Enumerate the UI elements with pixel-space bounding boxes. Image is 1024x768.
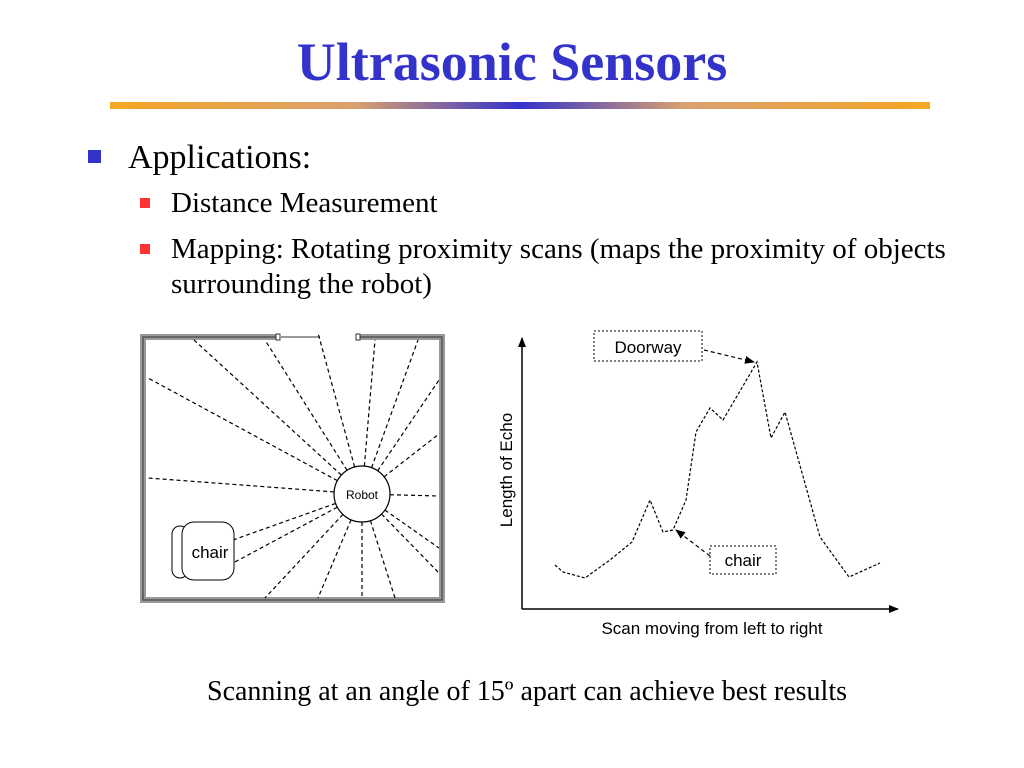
square-bullet-icon: [88, 150, 101, 163]
slide-caption: Scanning at an angle of 15º apart can ac…: [207, 676, 847, 707]
bullet-text: Distance Measurement: [171, 187, 438, 219]
bullet-text: Applications:: [128, 139, 312, 176]
chair-annotation-label: chair: [725, 551, 762, 570]
echo-trace: [554, 360, 881, 579]
robot-circle: [333, 465, 391, 523]
echo-plot: Length of Echo Scan moving from left to …: [497, 330, 899, 638]
chair-label: chair: [192, 543, 229, 562]
square-bullet-icon: [140, 198, 150, 208]
doorway-annotation-box: [593, 330, 703, 362]
title-underline: [110, 102, 930, 109]
bullet-text: Mapping: Rotating proximity scans (maps …: [171, 233, 946, 300]
x-axis-label: Scan moving from left to right: [601, 619, 822, 638]
room-diagram: Robot chair: [140, 332, 445, 603]
doorway-annotation-label: Doorway: [614, 338, 682, 357]
doorway-arrow: [703, 349, 755, 364]
chair-arrow: [675, 529, 711, 557]
y-axis-label: Length of Echo: [497, 413, 516, 527]
chair-shape: [171, 521, 235, 581]
doorway-right-jamb: [355, 333, 361, 341]
chair-annotation-box: [709, 545, 777, 575]
doorway-left-jamb: [275, 333, 281, 341]
robot-label: Robot: [346, 488, 379, 502]
square-bullet-icon: [140, 244, 150, 254]
slide-title: Ultrasonic Sensors: [296, 32, 728, 92]
